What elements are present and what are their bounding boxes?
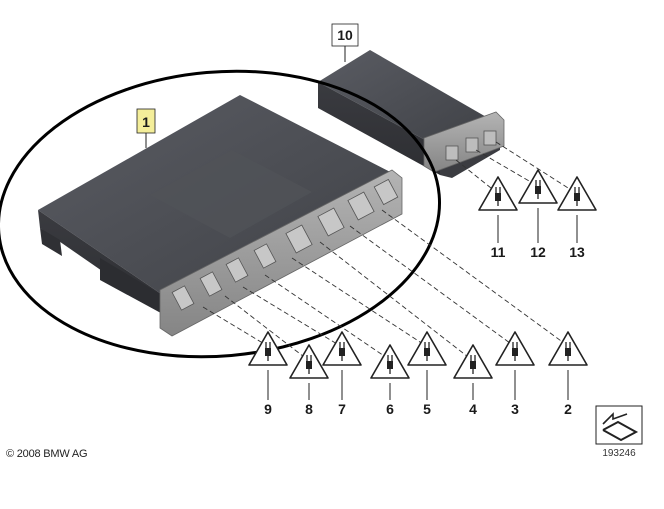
plug-warning-icon	[518, 169, 558, 204]
callout-12: 12	[530, 244, 546, 260]
plug-warning-icon	[407, 331, 447, 366]
callout-10: 10	[337, 27, 353, 43]
plug-warning-icon	[478, 176, 518, 211]
plug-warning-icon	[370, 344, 410, 379]
callout-1-box: 1	[136, 108, 156, 148]
copyright-text: © 2008 BMW AG	[6, 448, 88, 460]
plug-warning-icon	[248, 331, 288, 366]
callout-2: 2	[564, 401, 572, 417]
diagram-number: 193246	[602, 448, 636, 459]
callout-9: 9	[264, 401, 272, 417]
plug-warning-icon	[557, 176, 597, 211]
callout-8: 8	[305, 401, 313, 417]
callout-4: 4	[469, 401, 477, 417]
number-leaders	[267, 208, 578, 400]
control-module-main	[38, 95, 403, 337]
plug-warning-icons	[248, 169, 597, 379]
callout-labels: 9 8 7 6 5 4 3 2 11 12 13	[264, 244, 585, 417]
callout-13: 13	[569, 244, 585, 260]
callout-10-box: 10	[331, 23, 359, 62]
callout-5: 5	[423, 401, 431, 417]
plug-warning-icon	[322, 331, 362, 366]
arrow-sheet-icon	[595, 405, 643, 445]
callout-3: 3	[511, 401, 519, 417]
plug-warning-icon	[289, 344, 329, 379]
plug-warning-icon	[453, 344, 493, 379]
leader-lines	[202, 141, 577, 361]
callout-1: 1	[142, 114, 150, 130]
plug-warning-icon	[495, 331, 535, 366]
plug-warning-icon	[548, 331, 588, 366]
callout-6: 6	[386, 401, 394, 417]
highlight-ellipse	[0, 69, 442, 359]
callout-11: 11	[491, 244, 506, 260]
callout-7: 7	[338, 401, 346, 417]
control-module-small	[318, 50, 505, 178]
